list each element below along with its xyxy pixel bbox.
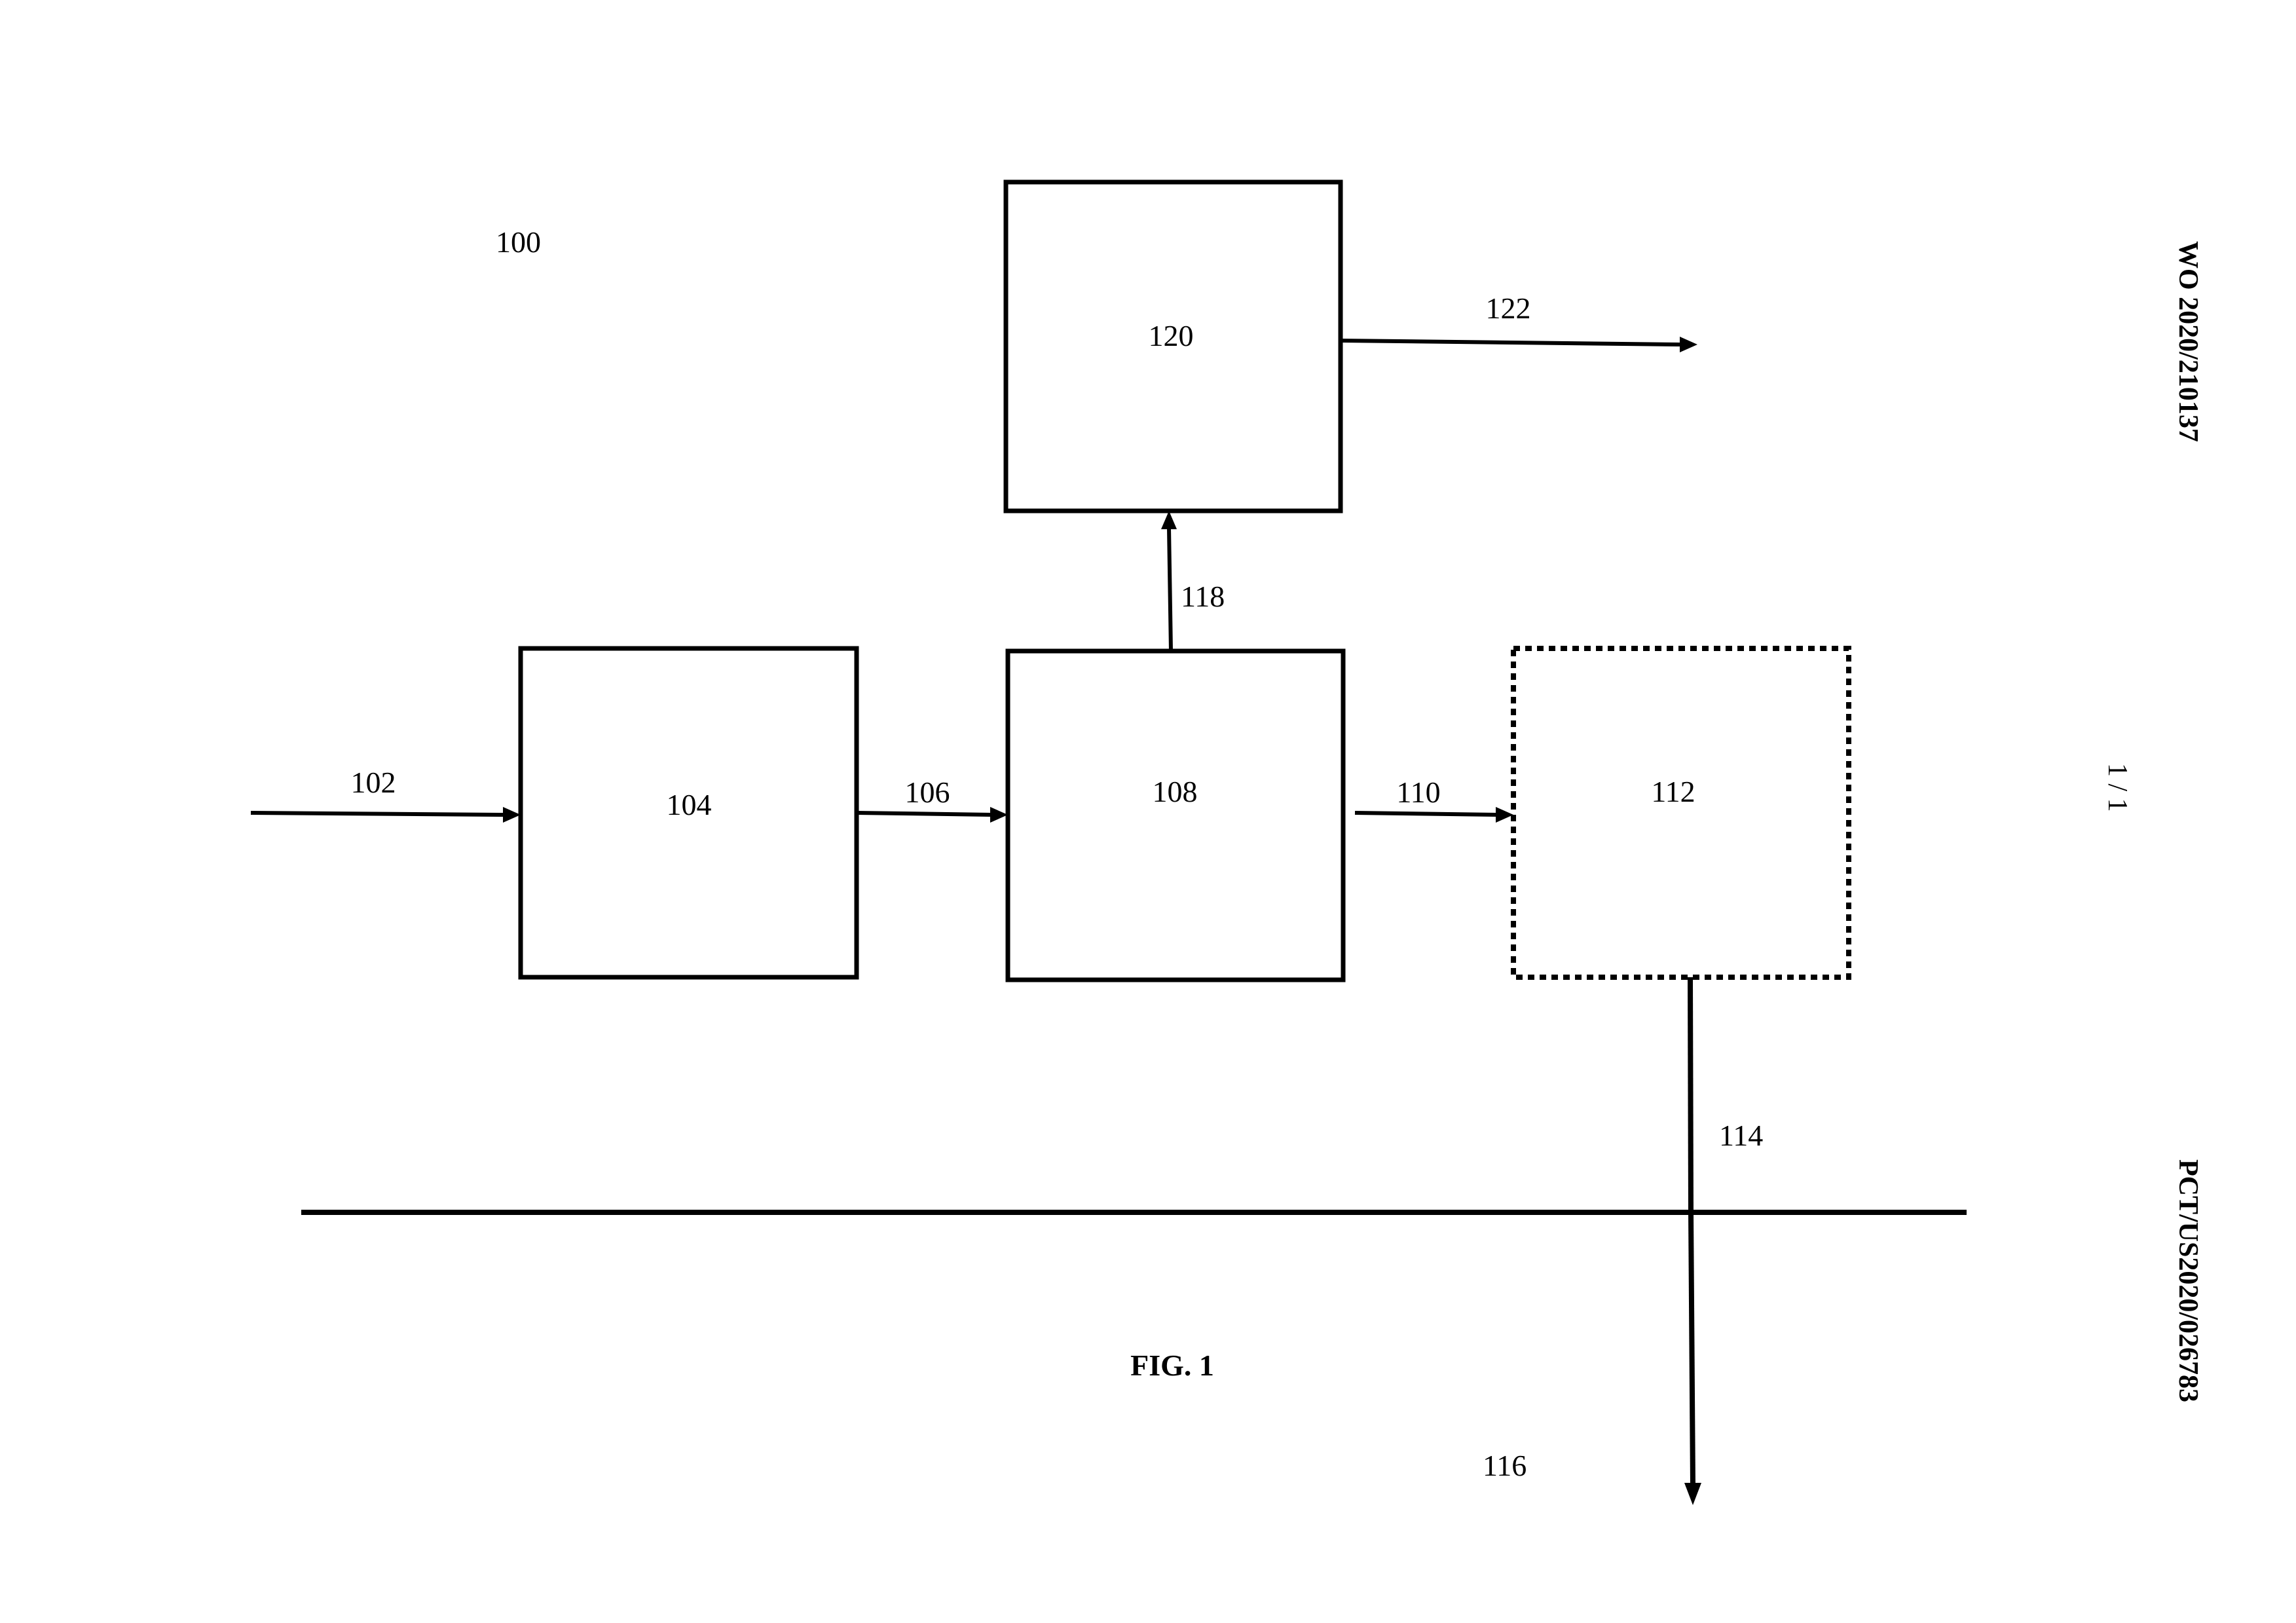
stream-106-label: 106 — [905, 775, 950, 809]
stream-122-label: 122 — [1486, 291, 1531, 325]
stream-122-line — [1341, 341, 1680, 345]
stream-102-line — [251, 813, 504, 815]
block-112-label: 112 — [1651, 775, 1695, 808]
block-104-label: 104 — [667, 788, 712, 821]
block-108-label: 108 — [1153, 775, 1198, 808]
stream-102-arrowhead — [503, 807, 521, 823]
stream-122-arrowhead — [1680, 337, 1697, 352]
stream-116-label: 116 — [1483, 1449, 1527, 1482]
figure-caption: FIG. 1 — [1130, 1349, 1214, 1382]
publication-number: WO 2020/210137 — [2173, 241, 2203, 442]
stream-106-arrowhead — [990, 807, 1008, 823]
stream-116-arrowhead — [1684, 1483, 1701, 1505]
block-108 — [1008, 651, 1343, 980]
stream-118-label: 118 — [1181, 580, 1225, 613]
sheet-number: 1 / 1 — [2102, 763, 2132, 812]
stream-114-line — [1690, 977, 1691, 1212]
stream-118-line — [1169, 528, 1171, 651]
stream-110-line — [1355, 813, 1497, 815]
block-112 — [1513, 648, 1849, 977]
stream-118-arrowhead — [1161, 511, 1177, 529]
stream-114-label: 114 — [1719, 1119, 1763, 1152]
stream-102-label: 102 — [351, 766, 396, 799]
application-number: PCT/US2020/026783 — [2173, 1159, 2203, 1402]
stream-110-arrowhead — [1496, 807, 1513, 823]
block-120-label: 120 — [1149, 319, 1194, 352]
stream-116-line — [1691, 1212, 1693, 1485]
figure-reference-label: 100 — [496, 225, 541, 259]
stream-110-label: 110 — [1396, 775, 1440, 809]
stream-106-line — [857, 813, 991, 815]
